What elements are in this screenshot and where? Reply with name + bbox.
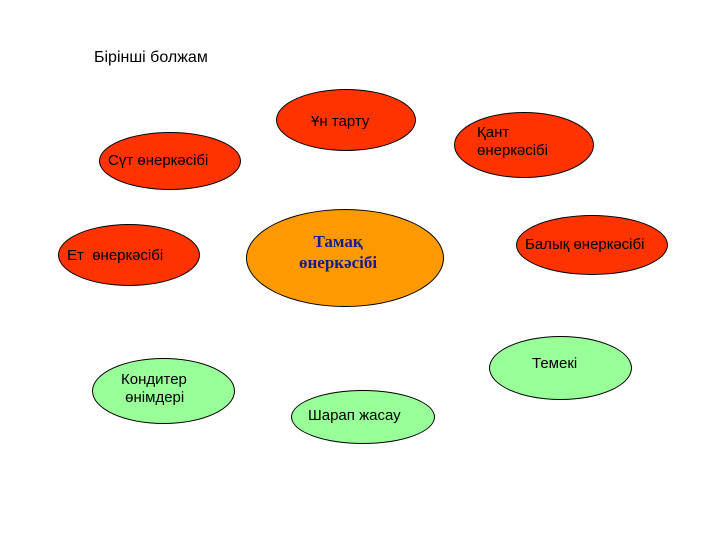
node-fish-industry: Балық өнеркәсібі — [516, 215, 668, 275]
node-confectionery: Кондитер өнімдері — [92, 358, 235, 424]
node-label: Тамақ өнеркәсібі — [299, 232, 378, 272]
node-label: Темекі — [532, 355, 578, 372]
node-label: Шарап жасау — [308, 407, 401, 424]
node-winemaking: Шарап жасау — [291, 390, 435, 444]
node-label: Кондитер өнімдері — [121, 371, 187, 406]
node-food-industry-center: Тамақ өнеркәсібі — [246, 209, 444, 307]
node-label: Ет өнеркәсібі — [67, 247, 164, 264]
node-label: Қант өнеркәсібі — [477, 124, 548, 159]
node-tobacco: Темекі — [489, 336, 632, 400]
node-dairy-industry: Сүт өнеркәсібі — [99, 132, 241, 190]
node-label: Сүт өнеркәсібі — [108, 152, 209, 169]
node-label: Балық өнеркәсібі — [525, 236, 645, 253]
node-meat-industry: Ет өнеркәсібі — [58, 224, 200, 286]
node-flour-milling: Ұн тарту — [276, 89, 416, 151]
node-label: Ұн тарту — [311, 113, 370, 130]
node-sugar-industry: Қант өнеркәсібі — [454, 112, 594, 178]
diagram-title: Бірінші болжам — [94, 49, 208, 66]
